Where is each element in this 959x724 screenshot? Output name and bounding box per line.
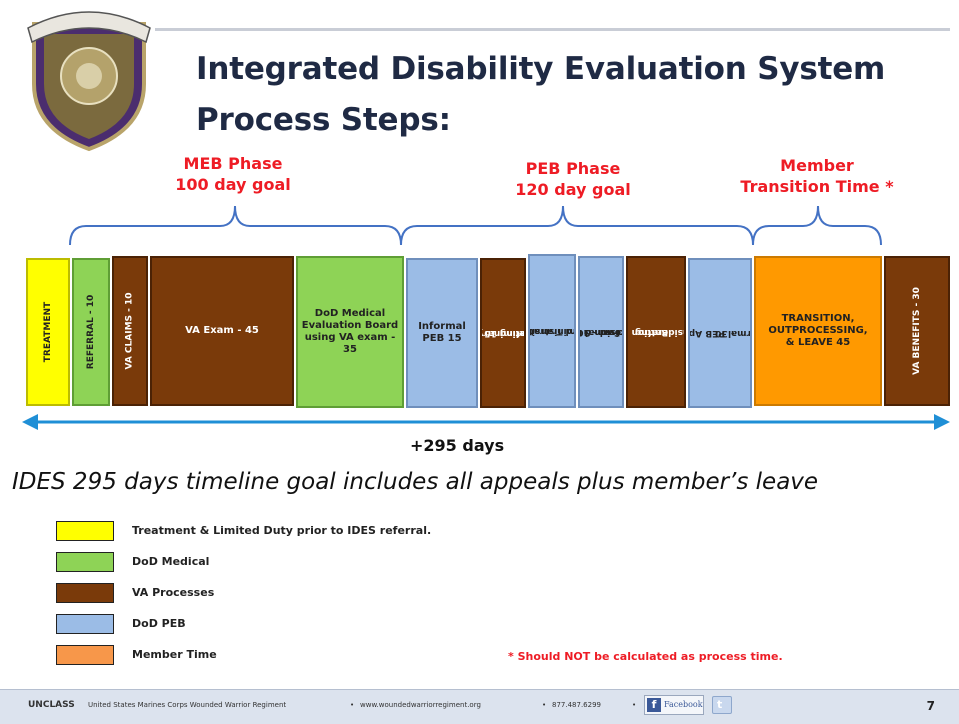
peb-phase-goal: 120 day goal <box>515 180 631 199</box>
step-admin-record-transit-label: Administrative &Record Transit 15 <box>530 286 574 375</box>
slide-title: Integrated Disability Evaluation System … <box>196 44 885 146</box>
footer-website-link[interactable]: www.woundedwarriorregiment.org <box>360 701 481 709</box>
footer-bullet-3: • <box>632 701 637 709</box>
step-va-benefits-label: VA BENEFITS - 30 <box>912 287 923 375</box>
meb-bracket <box>69 205 402 246</box>
footer-phone: 877.487.6299 <box>552 701 601 709</box>
meb-phase-label: MEB Phase 100 day goal <box>168 153 298 195</box>
peb-bracket <box>400 205 754 246</box>
step-treatment-label: TREATMENT <box>43 301 53 363</box>
step-admin-record-transit: Administrative &Record Transit 15 <box>528 254 576 408</box>
step-referral-label: REFERRAL - 10 <box>86 294 96 370</box>
step-va-claims-label: VA CLAIMS - 10 <box>125 292 136 370</box>
step-preliminary-va-rating-label: Preliminary VARating 15 <box>482 295 524 370</box>
step-informal-peb: Informal PEB 15 <box>406 258 478 408</box>
footer-organization: United States Marines Corps Wounded Warr… <box>88 701 287 709</box>
decision-line-3: Approval - 30 <box>578 327 622 337</box>
title-line-2: Process Steps: <box>196 102 451 138</box>
step-va-exam-label: VA Exam - 45 <box>185 325 259 336</box>
step-transition: TRANSITION, OUTPROCESSING, & LEAVE 45 <box>754 256 882 406</box>
peb-phase-title: PEB Phase <box>525 159 621 178</box>
legend-swatch-dod-peb <box>56 614 114 634</box>
recon-line-2: Reconsideration - 15 <box>628 327 684 337</box>
title-line-1: Integrated Disability Evaluation System <box>196 51 886 87</box>
facebook-badge[interactable]: f Facebook <box>644 695 704 715</box>
header-rule <box>155 28 950 31</box>
legend-label-member-time: Member Time <box>132 648 217 661</box>
meb-phase-title: MEB Phase <box>183 154 283 173</box>
step-dod-medical-board-label: DoD Medical Evaluation Board using VA ex… <box>301 308 399 355</box>
regiment-seal-logo <box>27 11 151 152</box>
step-va-exam: VA Exam - 45 <box>150 256 294 406</box>
total-days: +295 days <box>410 436 505 455</box>
peb-phase-label: PEB Phase 120 day goal <box>508 158 638 200</box>
facebook-label: Facebook <box>664 700 703 709</box>
step-formal-peb-decision: Formal PEBDecision & SMApproval - 30 <box>578 256 624 408</box>
legend-label-dod-medical: DoD Medical <box>132 555 210 568</box>
phase-brackets <box>69 205 882 246</box>
prelim-line-2: Rating 15 <box>483 328 526 338</box>
step-preliminary-va-rating: Preliminary VARating 15 <box>480 258 526 408</box>
legend-swatch-dod-medical <box>56 552 114 572</box>
step-rating-reconsideration-label: RatingReconsideration - 15 <box>628 280 684 385</box>
timeline-goal-statement: IDES 295 days timeline goal includes all… <box>12 469 819 495</box>
step-rating-reconsideration: RatingReconsideration - 15 <box>626 256 686 408</box>
twitter-glyph: t <box>717 698 723 711</box>
member-bracket <box>752 205 882 246</box>
footer-bullet-2: • <box>542 701 547 709</box>
legend-swatch-treatment <box>56 521 114 541</box>
member-phase-label: Member Transition Time * <box>732 155 902 197</box>
meb-phase-goal: 100 day goal <box>175 175 291 194</box>
slide-footer: UNCLASS United States Marines Corps Woun… <box>0 689 959 724</box>
step-formal-peb-appeal-label: Formal PEB Appeal- 30 <box>690 285 750 381</box>
timeline-arrow <box>22 414 950 430</box>
member-phase-goal: Transition Time * <box>740 177 894 196</box>
step-formal-peb-decision-label: Formal PEBDecision & SMApproval - 30 <box>580 296 622 369</box>
step-va-benefits: VA BENEFITS - 30 <box>884 256 950 406</box>
step-va-claims: VA CLAIMS - 10 <box>112 256 148 406</box>
legend-label-va-processes: VA Processes <box>132 586 215 599</box>
step-informal-peb-label: Informal PEB 15 <box>418 321 466 344</box>
footer-bullet-1: • <box>350 701 355 709</box>
twitter-icon[interactable]: t <box>712 696 732 714</box>
member-phase-title: Member <box>780 156 854 175</box>
appeal-line-2: - 30 <box>715 328 735 338</box>
step-formal-peb-appeal: Formal PEB Appeal- 30 <box>688 258 752 408</box>
admin-line-2: Record Transit 15 <box>528 326 576 336</box>
step-dod-medical-board: DoD Medical Evaluation Board using VA ex… <box>296 256 404 408</box>
page-number: 7 <box>926 699 935 713</box>
step-treatment: TREATMENT <box>26 258 70 406</box>
process-time-note: * Should NOT be calculated as process ti… <box>508 650 783 663</box>
classification-marking: UNCLASS <box>28 700 75 710</box>
step-transition-label: TRANSITION, OUTPROCESSING, & LEAVE 45 <box>768 313 868 348</box>
facebook-icon: f <box>647 698 661 712</box>
legend-swatch-member-time <box>56 645 114 665</box>
legend-swatch-va-processes <box>56 583 114 603</box>
legend-label-treatment: Treatment & Limited Duty prior to IDES r… <box>132 524 432 537</box>
legend-label-dod-peb: DoD PEB <box>132 617 186 630</box>
step-referral: REFERRAL - 10 <box>72 258 110 406</box>
